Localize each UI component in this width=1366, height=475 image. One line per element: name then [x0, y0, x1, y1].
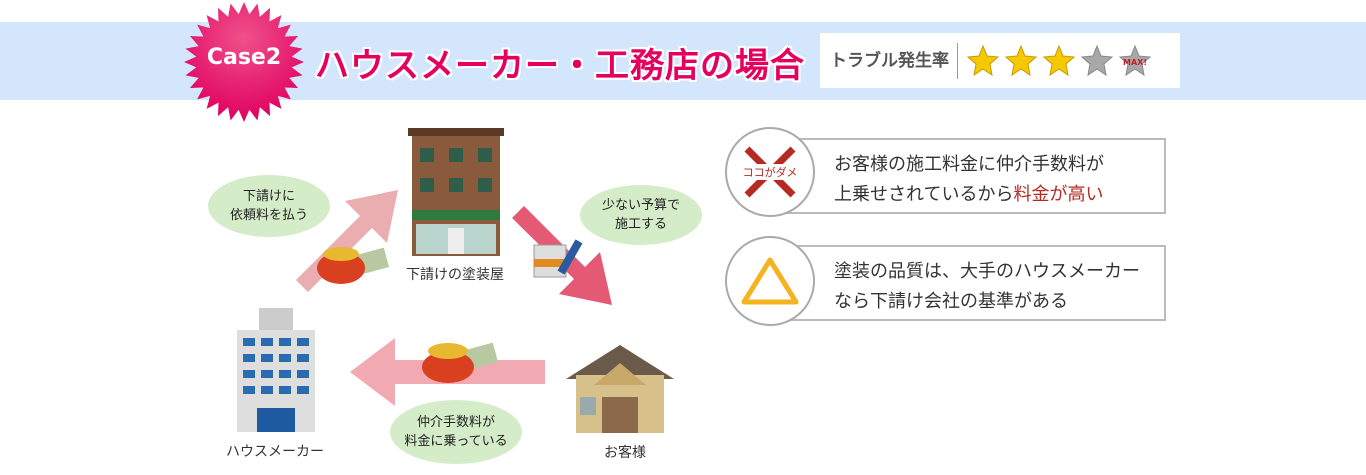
bubble-text: 施工する: [614, 217, 667, 232]
bubble-text: 下請けに: [242, 188, 295, 204]
customer-label: お客様: [604, 445, 646, 461]
point-box-cost: お客様の施工料金に仲介手数料が 上乗せされているから料金が高い: [780, 138, 1166, 214]
trouble-rate-label: トラブル発生率: [820, 42, 958, 79]
paint-can-icon: [533, 239, 583, 278]
starburst-badge-icon: [184, 2, 304, 122]
bubble-commission: 仲介手数料が料金に乗っている: [390, 400, 522, 464]
case-label: Case2: [206, 45, 282, 70]
point-text: 上乗せされているから: [834, 184, 1014, 205]
bubble-low-budget: 少ない予算で施工する: [580, 185, 702, 245]
point-text: 塗装の品質は、大手のハウスメーカー: [834, 261, 1140, 282]
point-text: お客様の施工料金に仲介手数料が: [834, 154, 1104, 175]
money-purse-icon: [422, 342, 498, 383]
house-maker-label: ハウスメーカー: [226, 444, 324, 460]
bubble-pay-fee: 下請けに依頼料を払う: [208, 175, 330, 237]
bubble-text: 少ない予算で: [601, 197, 680, 213]
triangle-icon: [725, 236, 815, 326]
trouble-rate-box: トラブル発生率 MAX!: [820, 33, 1180, 88]
max-badge: MAX!: [1123, 58, 1147, 67]
trouble-rating: MAX!: [962, 44, 1152, 78]
star-empty-icon: MAX!: [1118, 44, 1152, 76]
cross-icon: ココがダメ: [725, 127, 815, 217]
customer-house-icon: [566, 345, 674, 433]
money-purse-icon: [317, 247, 389, 284]
point-highlight: 料金が高い: [1013, 184, 1104, 205]
ng-label: ココがダメ: [741, 164, 799, 180]
point-box-quality: 塗装の品質は、大手のハウスメーカー なら下請け会社の基準がある: [780, 245, 1166, 321]
bubble-text: 料金に乗っている: [404, 434, 508, 449]
star-filled-icon: [1042, 44, 1076, 76]
bubble-text: 仲介手数料が: [416, 414, 495, 430]
star-filled-icon: [966, 44, 1000, 76]
star-empty-icon: [1080, 44, 1114, 76]
point-text: なら下請け会社の基準がある: [834, 291, 1068, 312]
contractor-label: 下請けの塗装屋: [406, 267, 504, 283]
contractor-building-icon: [408, 128, 504, 256]
page-title: ハウスメーカー・工務店の場合: [315, 46, 805, 86]
star-filled-icon: [1004, 44, 1038, 76]
bubble-text: 依頼料を払う: [229, 208, 308, 223]
house-maker-building-icon: [237, 308, 315, 432]
